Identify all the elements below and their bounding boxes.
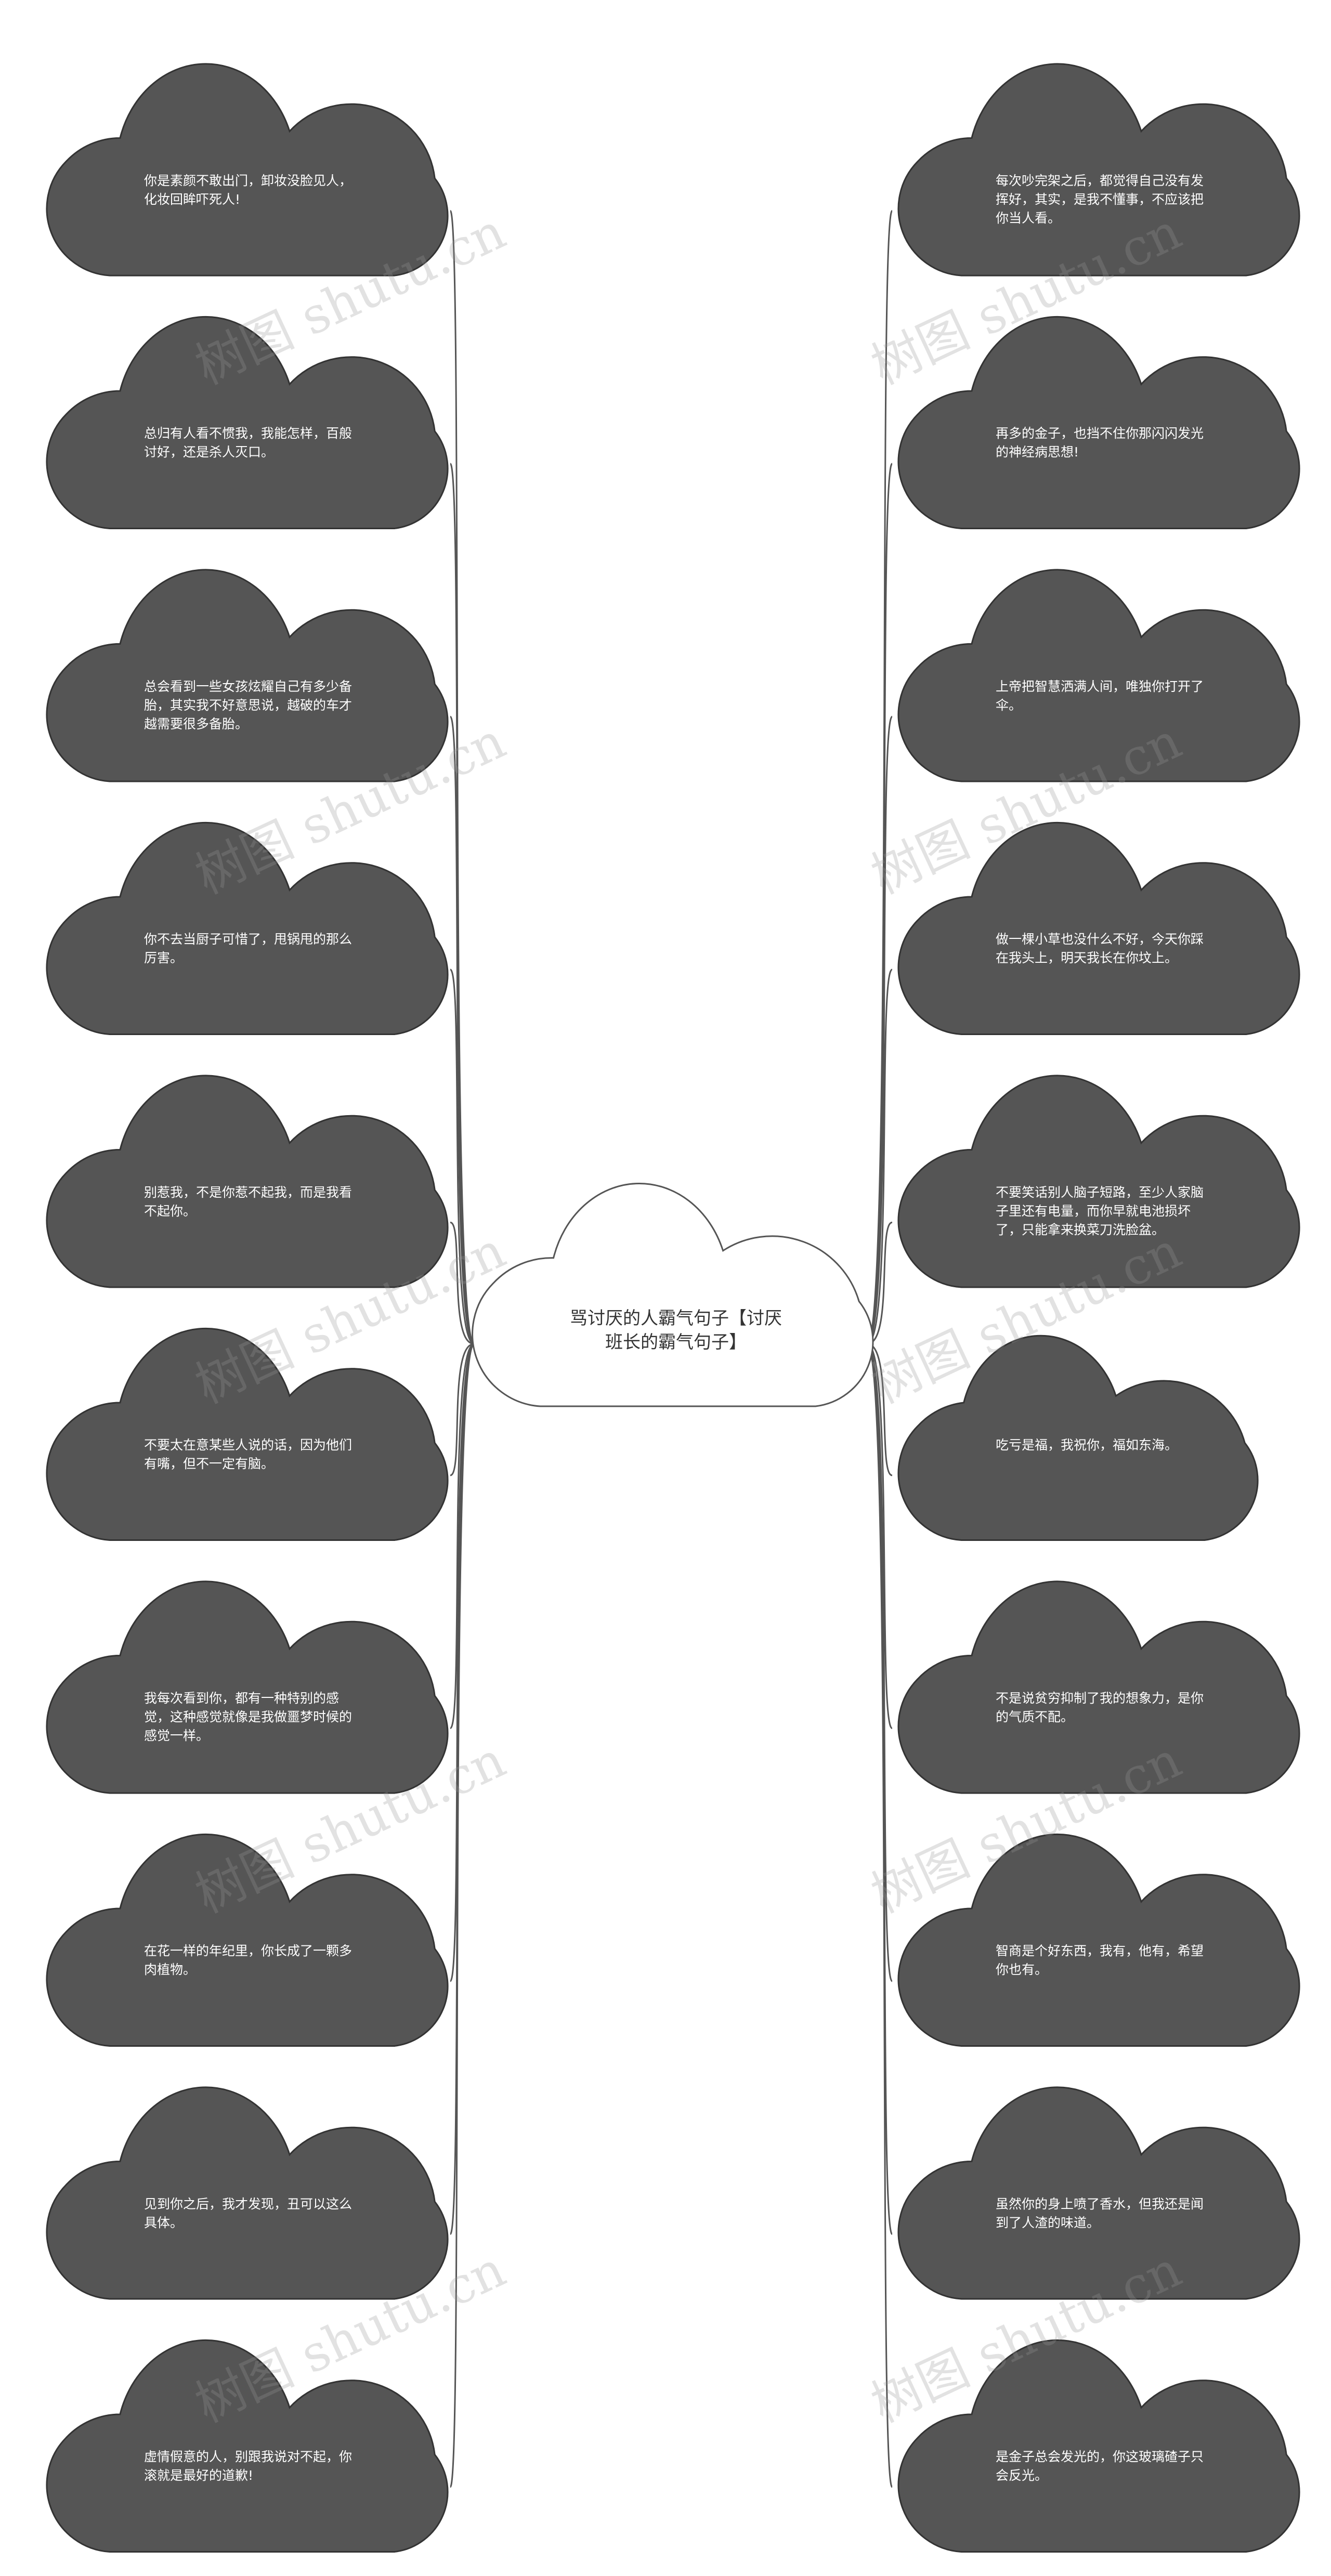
left-node-label-1: 你是素颜不敢出门，卸妆没脸见人，化妆回眸吓死人! bbox=[144, 173, 353, 207]
right-node-label-10: 是金子总会发光的，你这玻璃碴子只会反光。 bbox=[996, 2449, 1204, 2483]
left-node-4[interactable] bbox=[46, 821, 449, 1035]
left-node-cloud-8 bbox=[46, 1833, 449, 2047]
left-node-9[interactable] bbox=[46, 2086, 449, 2300]
left-node-cloud-4 bbox=[46, 821, 449, 1035]
right-connector-6 bbox=[867, 1343, 893, 1476]
right-node-cloud-8 bbox=[897, 1833, 1300, 2047]
right-node-9[interactable] bbox=[897, 2086, 1300, 2300]
right-node-cloud-9 bbox=[897, 2086, 1300, 2300]
right-node-cloud-3 bbox=[897, 569, 1300, 782]
right-node-cloud-1 bbox=[897, 63, 1300, 277]
left-node-label-4: 你不去当厨子可惜了，甩锅甩的那么厉害。 bbox=[144, 932, 353, 966]
left-connector-7 bbox=[449, 1343, 475, 1729]
right-node-label-9: 虽然你的身上喷了香水，但我还是闻到了人渣的味道。 bbox=[996, 2196, 1204, 2230]
left-node-label-9: 见到你之后，我才发现，丑可以这么具体。 bbox=[144, 2196, 353, 2230]
right-connector-7 bbox=[867, 1343, 893, 1729]
left-connector-5 bbox=[450, 1221, 475, 1345]
left-node-label-2: 总归有人看不惯我，我能怎样，百般讨好，还是杀人灭口。 bbox=[144, 426, 353, 460]
left-connector-4 bbox=[449, 969, 475, 1345]
root-node[interactable] bbox=[472, 1183, 874, 1407]
right-connector-5 bbox=[867, 1221, 893, 1345]
left-connector-3 bbox=[449, 715, 475, 1345]
left-node-10[interactable] bbox=[46, 2339, 449, 2553]
root-node-cloud bbox=[472, 1183, 874, 1407]
left-node-label-3: 总会看到一些女孩炫耀自己有多少备胎，其实我不好意思说，越破的车才越需要很多备胎。 bbox=[144, 678, 353, 731]
left-node-label-6: 不要太在意某些人说的话，因为他们有嘴，但不一定有脑。 bbox=[144, 1437, 353, 1472]
right-connector-8 bbox=[867, 1343, 893, 1982]
left-node-label-10: 虚情假意的人，别跟我说对不起，你滚就是最好的道歉! bbox=[144, 2449, 353, 2483]
left-node-label-7: 我每次看到你，都有一种特别的感觉，这种感觉就像是我做噩梦时候的感觉一样。 bbox=[144, 1690, 353, 1743]
right-node-label-3: 上帝把智慧洒满人间，唯独你打开了伞。 bbox=[996, 678, 1204, 713]
left-node-cloud-7 bbox=[46, 1580, 449, 1794]
left-node-8[interactable] bbox=[46, 1833, 449, 2047]
right-node-label-2: 再多的金子，也挡不住你那闪闪发光的神经病思想! bbox=[996, 426, 1204, 460]
right-node-2[interactable] bbox=[897, 316, 1300, 529]
left-node-cloud-3 bbox=[46, 569, 449, 782]
left-node-cloud-10 bbox=[46, 2339, 449, 2553]
right-node-cloud-7 bbox=[897, 1580, 1300, 1794]
right-node-4[interactable] bbox=[897, 821, 1300, 1035]
left-node-cloud-9 bbox=[46, 2086, 449, 2300]
left-node-label-8: 在花一样的年纪里，你长成了一颗多肉植物。 bbox=[144, 1943, 353, 1978]
right-node-7[interactable] bbox=[897, 1580, 1300, 1794]
right-node-10[interactable] bbox=[897, 2339, 1300, 2553]
right-node-cloud-6 bbox=[897, 1335, 1259, 1541]
left-connector-6 bbox=[450, 1343, 475, 1476]
left-node-6[interactable] bbox=[46, 1327, 449, 1541]
left-node-cloud-1 bbox=[46, 63, 449, 277]
right-node-5[interactable] bbox=[897, 1075, 1300, 1288]
left-node-2[interactable] bbox=[46, 316, 449, 529]
left-node-cloud-2 bbox=[46, 316, 449, 529]
right-node-label-5: 不要笑话别人脑子短路，至少人家脑子里还有电量，而你早就电池损坏了，只能拿来换菜刀… bbox=[996, 1184, 1204, 1237]
right-node-1[interactable] bbox=[897, 63, 1300, 277]
root-node-label[interactable]: 骂讨厌的人霸气句子【讨厌班长的霸气句子】 bbox=[570, 1308, 782, 1353]
right-node-cloud-2 bbox=[897, 316, 1300, 529]
right-node-label-1: 每次吵完架之后，都觉得自己没有发挥好，其实，是我不懂事，不应该把你当人看。 bbox=[996, 173, 1204, 226]
right-node-6[interactable] bbox=[897, 1335, 1259, 1541]
right-node-label-4: 做一棵小草也没什么不好，今天你踩在我头上，明天我长在你坟上。 bbox=[996, 932, 1204, 966]
right-node-cloud-5 bbox=[897, 1075, 1300, 1288]
right-connector-2 bbox=[866, 463, 893, 1345]
right-node-cloud-10 bbox=[897, 2339, 1300, 2553]
right-connector-4 bbox=[867, 969, 893, 1345]
right-node-8[interactable] bbox=[897, 1833, 1300, 2047]
right-node-cloud-4 bbox=[897, 821, 1300, 1035]
left-node-5[interactable] bbox=[46, 1075, 449, 1288]
right-node-3[interactable] bbox=[897, 569, 1300, 782]
right-node-label-8: 智商是个好东西，我有，他有，希望你也有。 bbox=[996, 1943, 1204, 1978]
left-node-cloud-6 bbox=[46, 1327, 449, 1541]
right-node-label-6: 吃亏是福，我祝你，福如东海。 bbox=[996, 1437, 1178, 1453]
left-node-7[interactable] bbox=[46, 1580, 449, 1794]
right-connector-3 bbox=[867, 715, 893, 1345]
left-connector-8 bbox=[449, 1343, 475, 1982]
right-connector-10 bbox=[866, 1343, 893, 2488]
left-node-cloud-5 bbox=[46, 1075, 449, 1288]
right-node-label-7: 不是说贫穷抑制了我的想象力，是你的气质不配。 bbox=[996, 1690, 1204, 1724]
left-node-label-5: 别惹我，不是你惹不起我，而是我看不起你。 bbox=[144, 1184, 353, 1219]
left-connector-10 bbox=[449, 1343, 475, 2488]
left-node-1[interactable] bbox=[46, 63, 449, 277]
left-node-3[interactable] bbox=[46, 569, 449, 782]
